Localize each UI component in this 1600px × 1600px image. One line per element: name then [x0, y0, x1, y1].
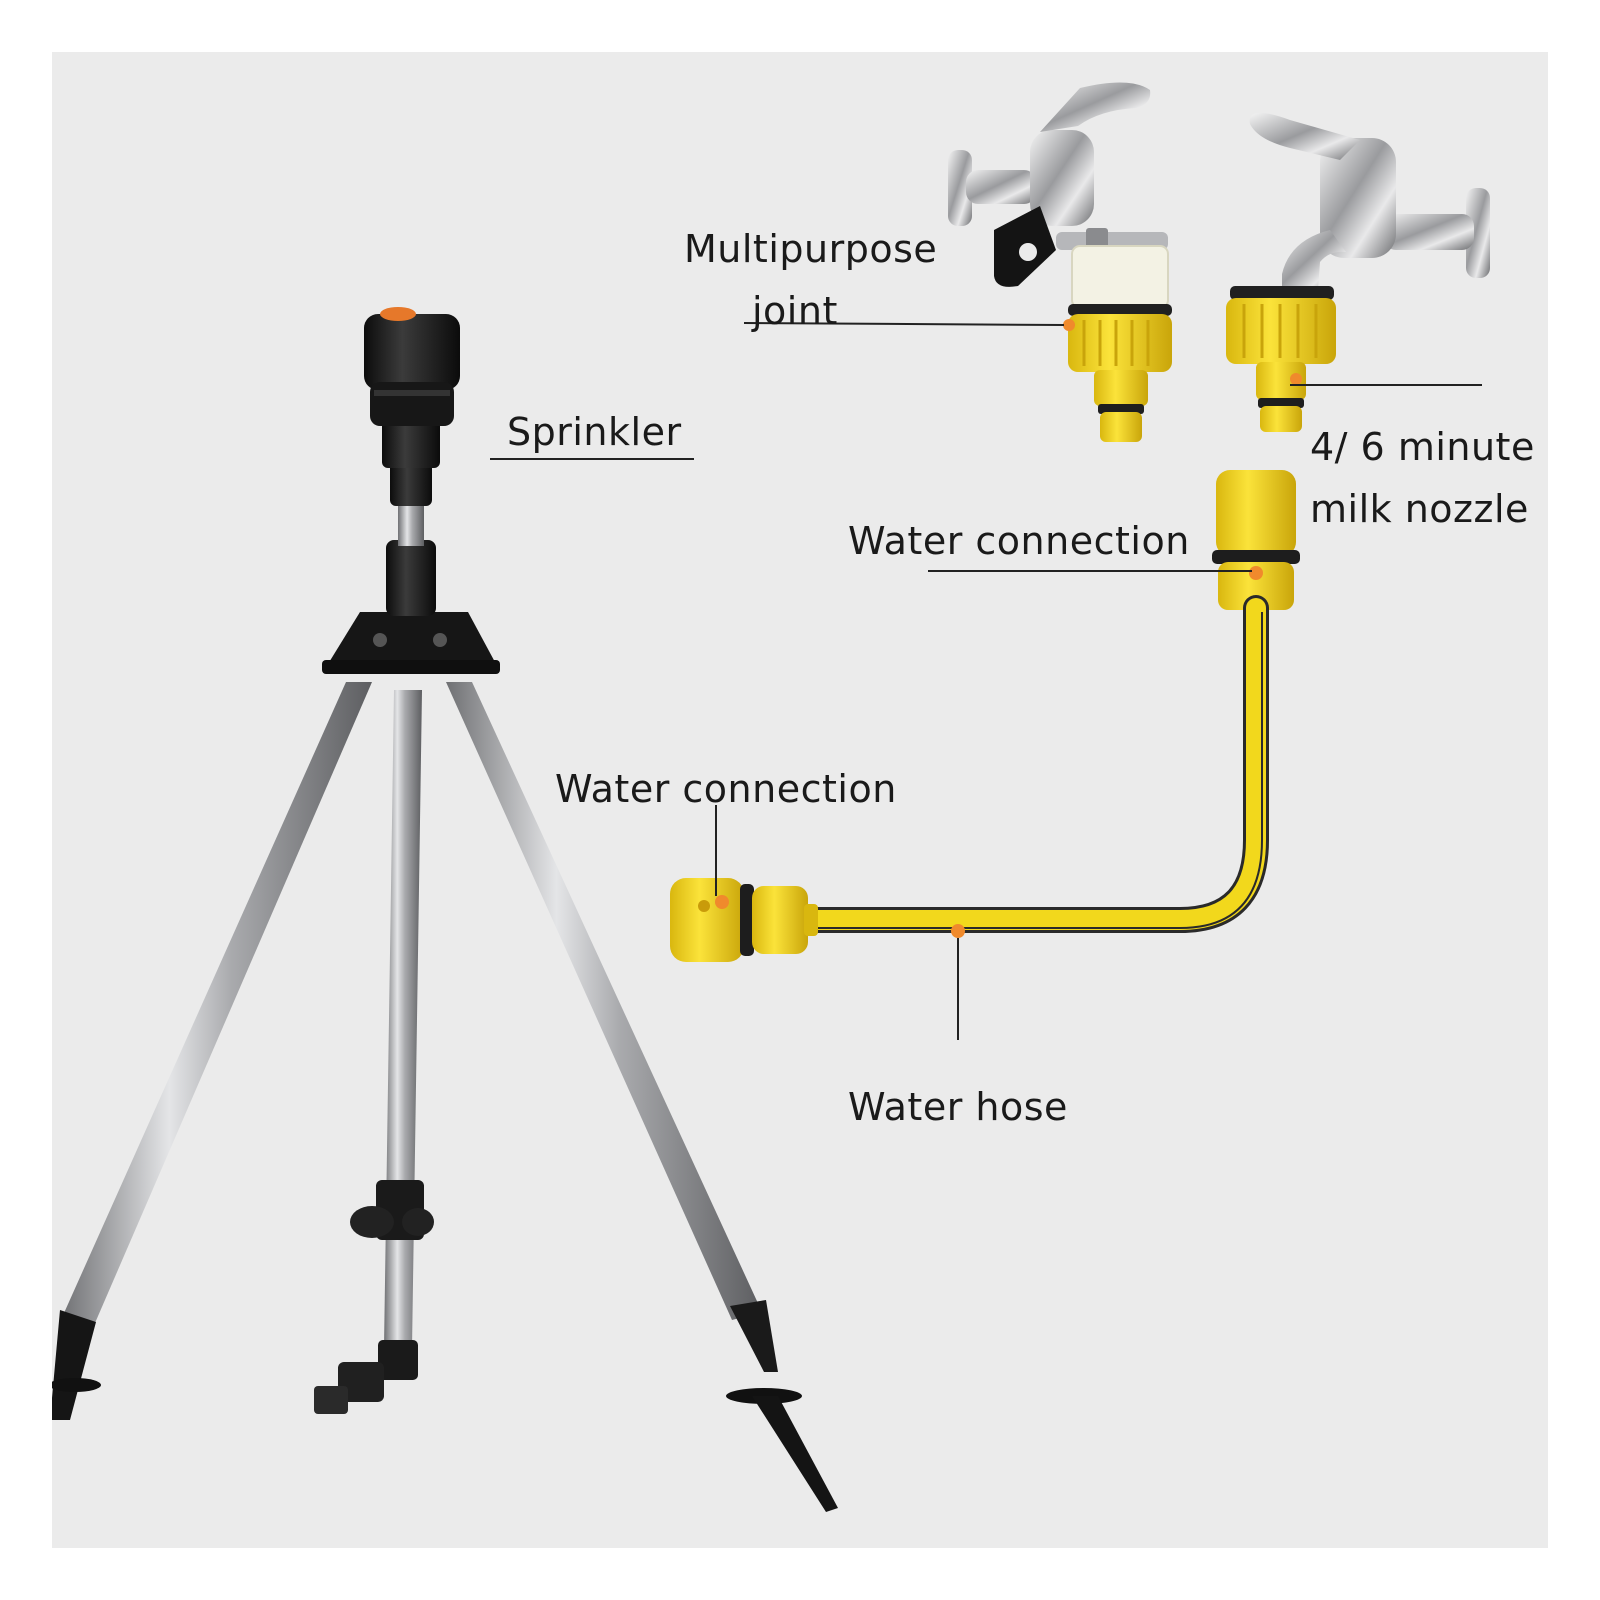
- label-milk-nozzle-line2: milk nozzle: [1310, 487, 1529, 531]
- label-milk-nozzle-line1: 4/ 6 minute: [1310, 425, 1535, 469]
- marker-dot: [715, 895, 729, 909]
- faucet-with-adapter-icon: [948, 82, 1172, 442]
- label-multipurpose-joint-line2: joint: [752, 289, 838, 333]
- hose-connector-icon: [670, 878, 744, 962]
- sprinkler-head: [364, 314, 460, 390]
- tripod-sprinkler-icon: [52, 307, 838, 1512]
- multipurpose-joint-collar: [1068, 314, 1172, 372]
- label-multipurpose-joint-line1: Multipurpose: [684, 227, 938, 271]
- leader-lines: [490, 322, 1482, 1040]
- water-hose-icon: [670, 470, 1300, 962]
- tripod-foot-left: [52, 1310, 96, 1420]
- label-water-connection-lower: Water connection: [555, 767, 897, 811]
- marker-dot: [1249, 566, 1263, 580]
- hose-connector-icon: [1216, 470, 1296, 556]
- label-water-hose: Water hose: [848, 1085, 1068, 1129]
- diagram-panel: Multipurpose joint Sprinkler 4/ 6 minute…: [52, 52, 1548, 1548]
- marker-dot: [951, 924, 965, 938]
- tripod-leg-right: [446, 682, 762, 1320]
- tripod-hub: [328, 612, 496, 664]
- tripod-leg-left: [60, 682, 372, 1330]
- marker-dot: [1290, 373, 1302, 385]
- diagram-artwork: [52, 52, 1548, 1548]
- label-sprinkler: Sprinkler: [507, 410, 682, 454]
- water-hose: [790, 598, 1266, 930]
- tripod-spike-right: [752, 1396, 838, 1512]
- faucet-with-threaded-nozzle-icon: [1226, 112, 1490, 432]
- marker-dot: [1063, 319, 1075, 331]
- label-water-connection-upper: Water connection: [848, 519, 1190, 563]
